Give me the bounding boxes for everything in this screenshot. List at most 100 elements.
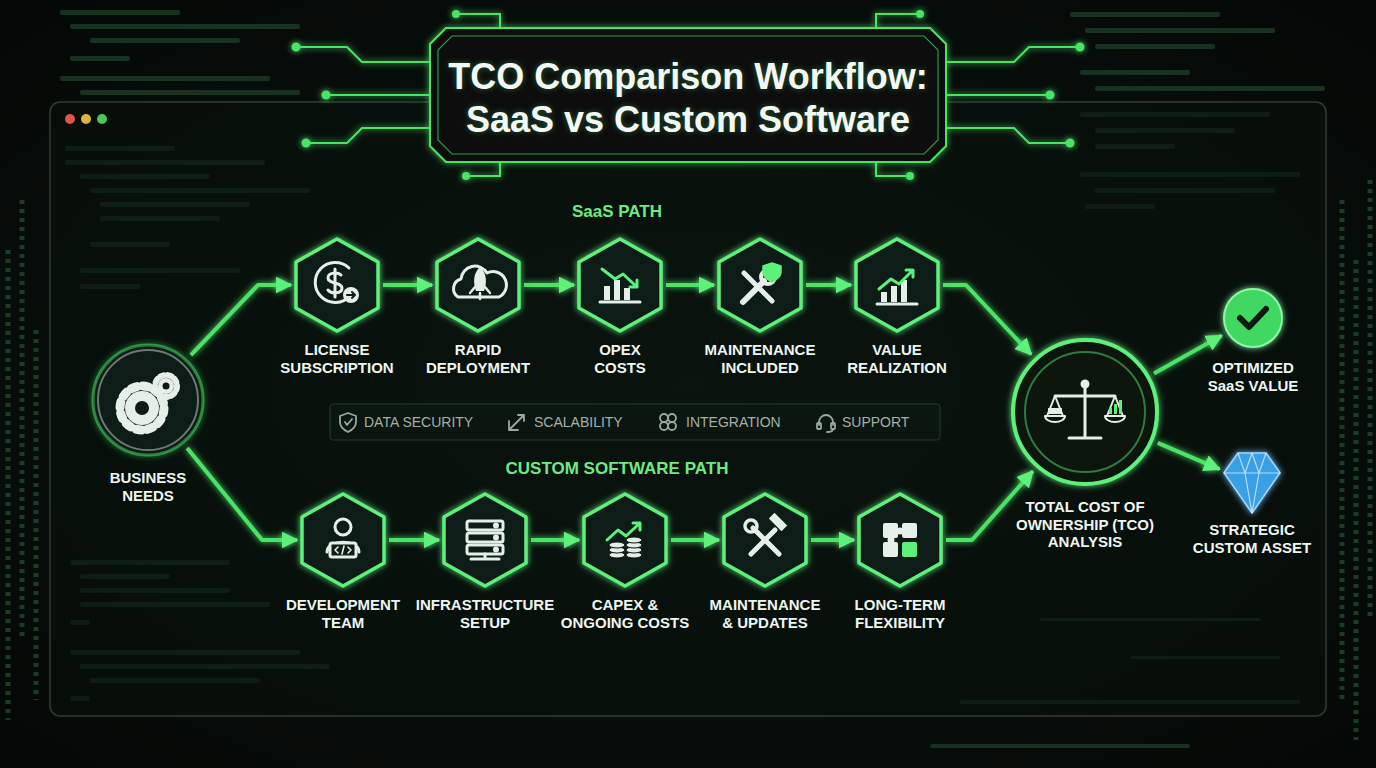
dollar-icon (343, 287, 359, 303)
code-lines (1080, 70, 1190, 75)
feature-label: INTEGRATION (686, 414, 781, 430)
title-frame (303, 140, 310, 147)
process-hexagon-outline (437, 239, 519, 331)
feature-icons (660, 422, 668, 430)
check-icon (1240, 309, 1266, 327)
feature-icons (340, 413, 835, 432)
flow-arrow (806, 283, 851, 287)
puzzle-icon (902, 542, 917, 557)
node-label: DEVELOPMENT TEAM (277, 596, 409, 631)
feature-icons (668, 414, 676, 422)
title-frame (946, 47, 1076, 143)
flow-arrow (383, 283, 432, 287)
opex-chart-icon (602, 269, 637, 287)
node-label-group: INFRASTRUCTURE SETUP (409, 596, 561, 631)
outcome-circle: OPTIMIZED SaaS VALUE (1222, 287, 1284, 349)
path-heading: CUSTOM SOFTWARE PATH (417, 459, 817, 479)
developer-icon (335, 519, 351, 535)
process-hexagon-outline (296, 239, 378, 331)
code-lines (60, 76, 270, 81)
title-frame (463, 173, 469, 179)
puzzle-icon (883, 523, 917, 557)
code-lines (930, 744, 1190, 748)
dollar-icon (347, 292, 355, 298)
node-label-group: LONG-TERM FLEXIBILITY (834, 596, 966, 631)
server-icon (495, 536, 498, 539)
process-hexagon: LICENSE SUBSCRIPTION (296, 239, 378, 331)
gear-icon (120, 375, 177, 430)
start-circle: BUSINESS NEEDS (91, 343, 205, 457)
title-frame (917, 11, 923, 17)
process-hexagon-outline (302, 494, 384, 586)
coins-icon (626, 542, 642, 548)
node-label: INFRASTRUCTURE SETUP (409, 596, 561, 631)
node-label-group: LICENSE SUBSCRIPTION (271, 341, 403, 376)
hammer-wrench-icon (745, 520, 757, 532)
flow-arrow (811, 538, 854, 542)
process-hexagon-outline (579, 239, 661, 331)
puzzle-icon (902, 523, 917, 538)
tools-shield-icon (743, 281, 764, 302)
coins-icon (609, 547, 625, 553)
scale-icon (1082, 381, 1088, 387)
feature-bar (330, 404, 940, 440)
feature-icons (340, 413, 356, 432)
opex-chart-icon (614, 280, 620, 300)
node-label-group: OPTIMIZED SaaS VALUE (1195, 359, 1311, 394)
puzzle-icon (888, 537, 895, 544)
feature-icons (340, 413, 356, 432)
puzzle-icon (883, 542, 898, 557)
process-hexagon: RAPID DEPLOYMENT (437, 239, 519, 331)
node-label-group: TOTAL COST OF OWNERSHIP (TCO) ANALYSIS (1007, 498, 1163, 551)
flow-arrow (666, 283, 714, 287)
gear-icon (158, 378, 174, 394)
puzzle-icon (897, 528, 904, 535)
gear-icon (135, 401, 149, 415)
growth-chart-icon (901, 280, 907, 302)
outcome-diamond-outline (1224, 453, 1280, 513)
feature-label: SUPPORT (842, 414, 909, 430)
process-hexagon-outline (584, 494, 666, 586)
developer-icon (335, 546, 351, 554)
node-label: STRATEGIC CUSTOM ASSET (1187, 521, 1317, 556)
node-label: LICENSE SUBSCRIPTION (271, 341, 403, 376)
process-hexagon: VALUE REALIZATION (856, 239, 938, 331)
scale-icon (1105, 396, 1125, 422)
window-frame (81, 114, 91, 124)
flow-arrow (191, 285, 291, 355)
feature-icons (817, 423, 821, 429)
scale-icon (1114, 404, 1117, 414)
puzzle-icon (883, 523, 898, 538)
coins-icon (609, 552, 625, 558)
server-icon (495, 548, 498, 551)
node-label: VALUE REALIZATION (831, 341, 963, 376)
process-hexagon: MAINTENANCE & UPDATES (724, 494, 806, 586)
node-label: LONG-TERM FLEXIBILITY (834, 596, 966, 631)
node-label: CAPEX & ONGOING COSTS (557, 596, 693, 631)
gear-icon (155, 375, 177, 397)
coins-icon (626, 547, 642, 553)
scale-icon (1048, 408, 1062, 414)
title-frame (1077, 44, 1084, 51)
title-frame (293, 11, 1084, 179)
flow-arrow (671, 538, 719, 542)
server-icon (467, 533, 503, 542)
server-icon (495, 524, 498, 527)
feature-icons (831, 423, 835, 429)
node-label-group: BUSINESS NEEDS (93, 469, 203, 504)
flow-arrow (531, 538, 579, 542)
server-icon (467, 521, 503, 530)
hammer-wrench-icon (751, 530, 775, 554)
hammer-wrench-icon (745, 513, 787, 554)
code-lines (1095, 44, 1215, 49)
gear-icon (155, 375, 177, 397)
flow-arrow (389, 538, 439, 542)
growth-chart-icon (879, 270, 913, 289)
server-icon (467, 545, 503, 554)
diagram-title: TCO Comparison Workflow: SaaS vs Custom … (428, 55, 948, 141)
node-label-group: CAPEX & ONGOING COSTS (557, 596, 693, 631)
process-hexagon: INFRASTRUCTURE SETUP (444, 494, 526, 586)
feature-icons (827, 429, 833, 432)
dollar-icon (328, 269, 342, 297)
feature-label: SCALABILITY (534, 414, 623, 430)
